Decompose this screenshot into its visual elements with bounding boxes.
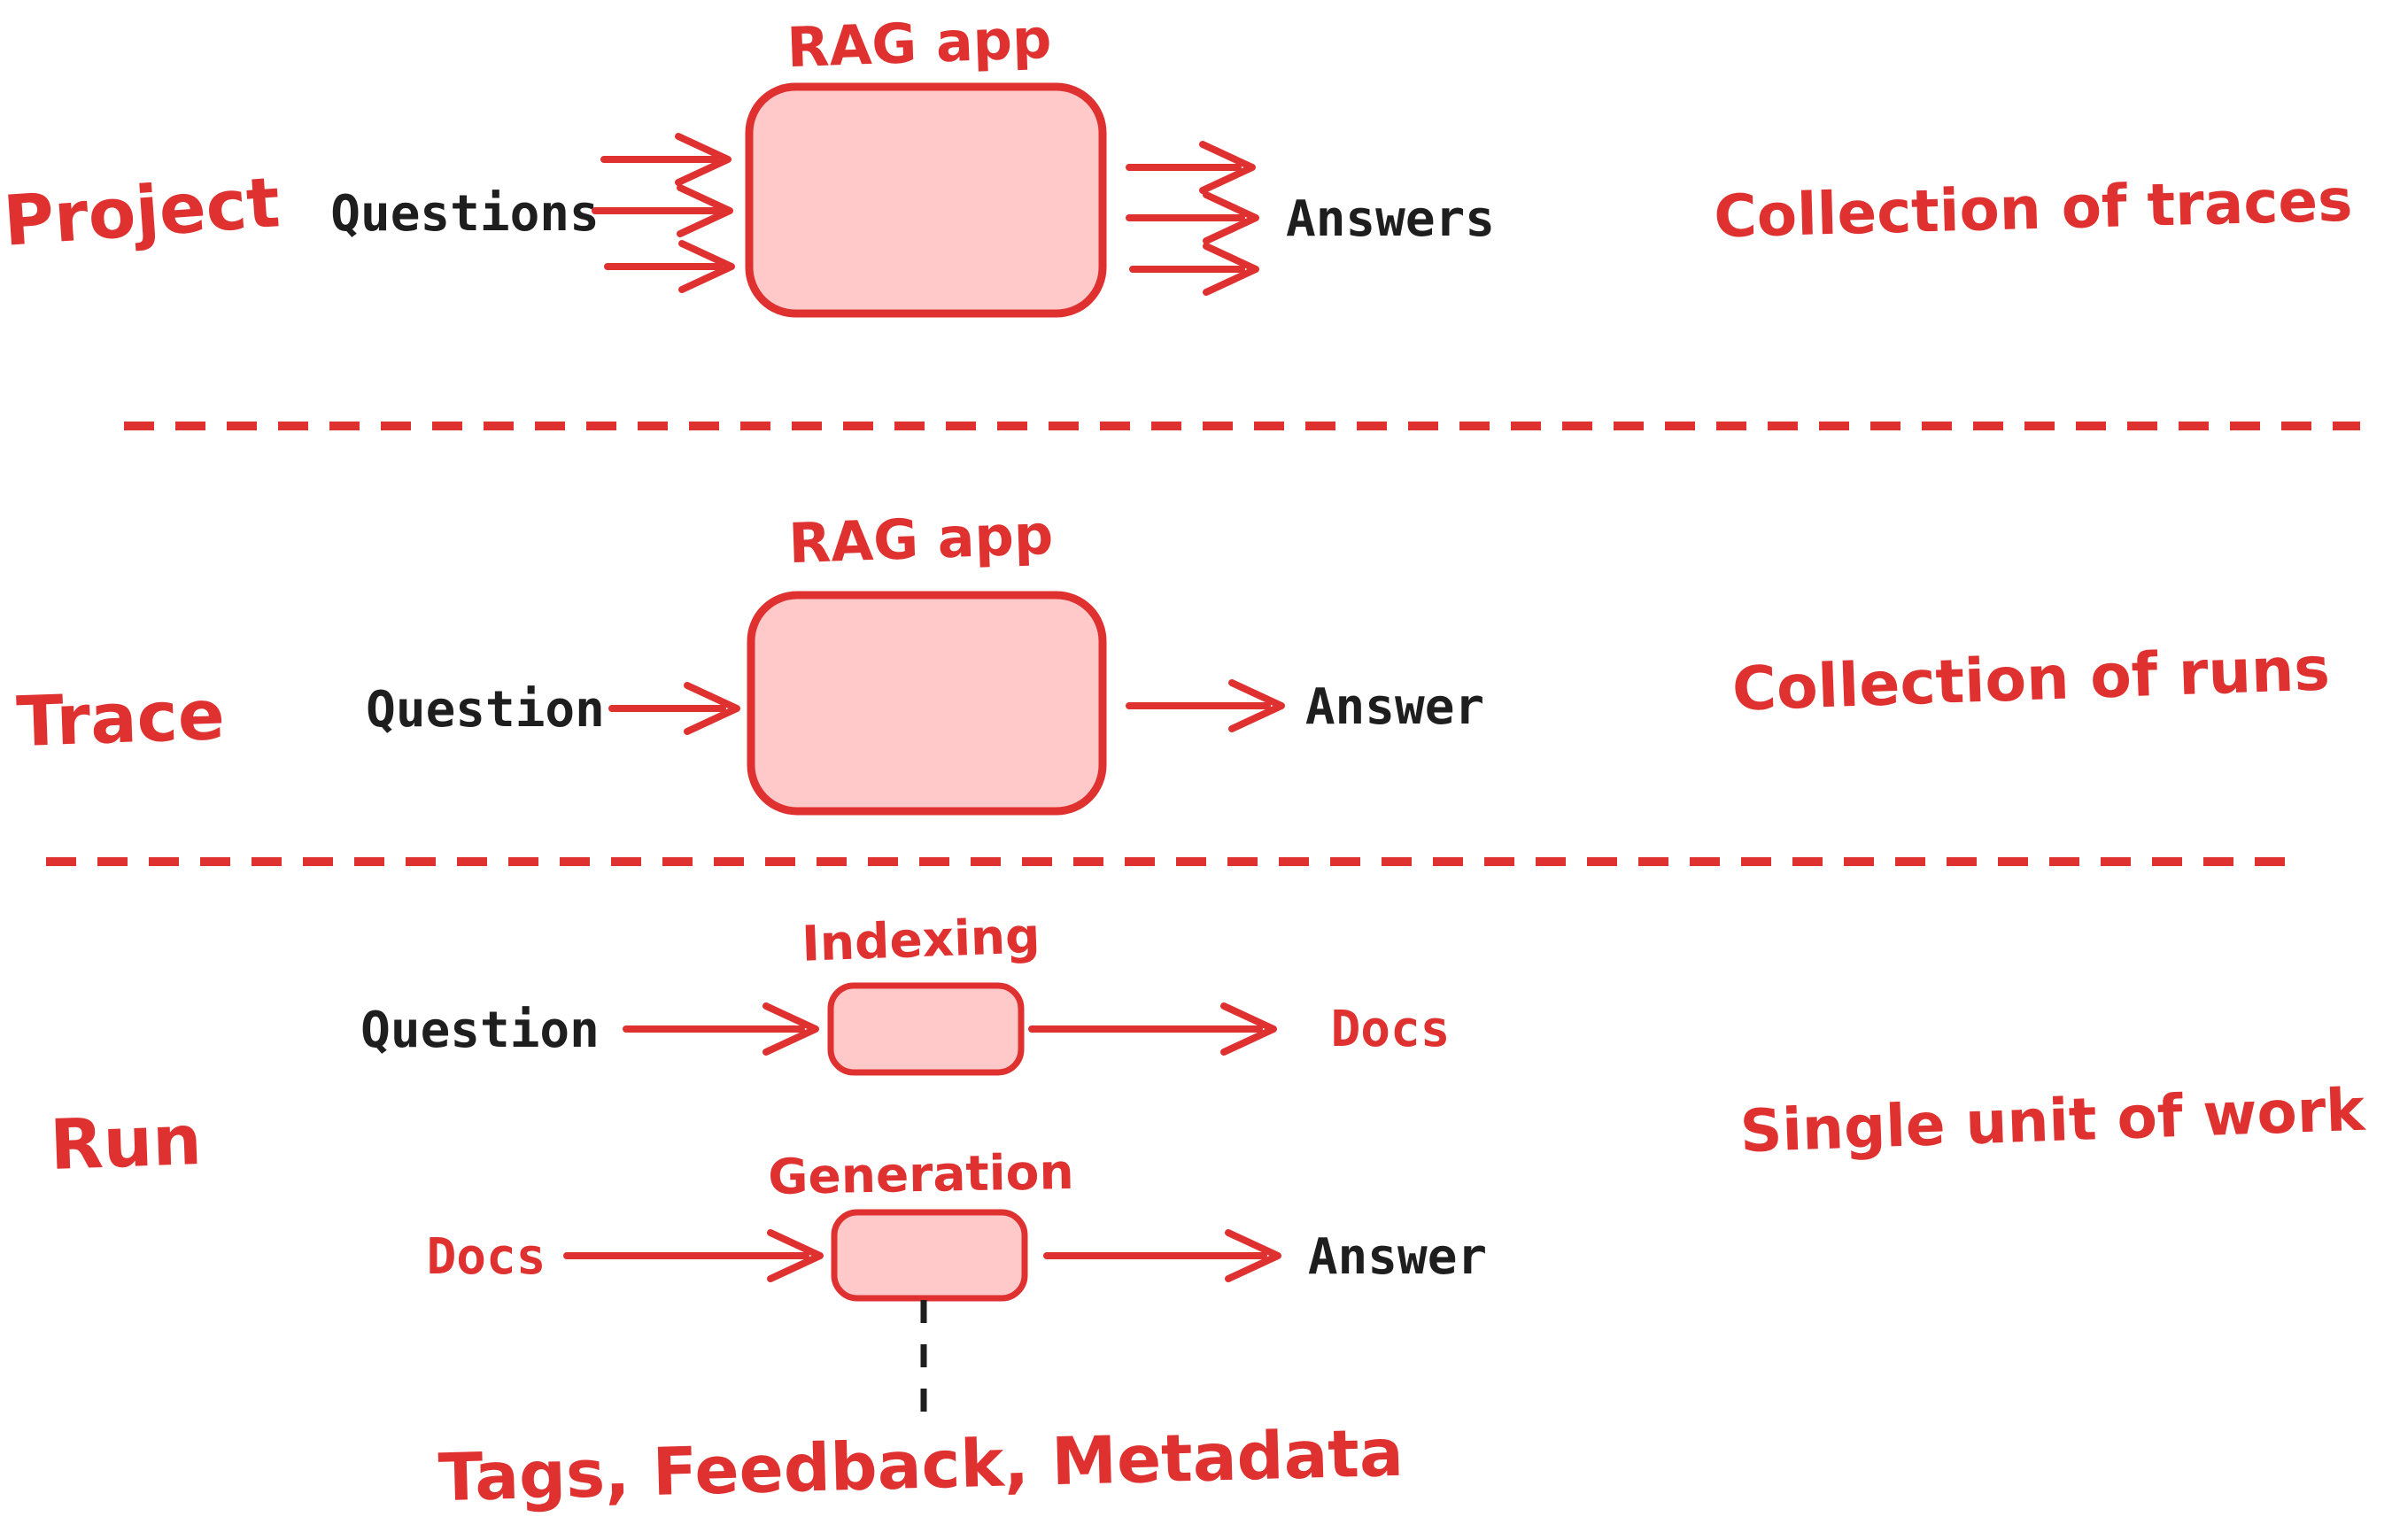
docs-input-label: Docs (427, 1228, 546, 1286)
input-arrow-top (600, 133, 732, 186)
indexing-box-label: Indexing (801, 907, 1041, 971)
single-unit-of-work-label: Single unit of work (1739, 1076, 2368, 1166)
rag-app-box-label-trace: RAG app (787, 502, 1054, 576)
section-trace: Trace Question RAG app Answer Collection… (15, 502, 2331, 816)
input-arrow-bottom (604, 240, 735, 293)
indexing-box (827, 982, 1025, 1076)
output-arrow-bottom (1129, 243, 1259, 296)
collection-of-traces-label: Collection of traces (1713, 166, 2353, 252)
output-arrow-top (1126, 141, 1256, 194)
question-label-run: Question (360, 1002, 600, 1059)
rag-app-box-trace (747, 591, 1107, 816)
rag-app-box (745, 82, 1107, 318)
project-row-label: Project (1, 163, 283, 262)
rag-app-box-label: RAG app (786, 6, 1052, 80)
collection-of-runs-label: Collection of runs (1731, 634, 2331, 725)
questions-label: Questions (330, 185, 599, 243)
generation-input-arrow (563, 1229, 824, 1282)
indexing-step: Indexing Question Docs (360, 907, 1451, 1076)
run-row-label: Run (49, 1101, 203, 1186)
output-arrow-middle (1126, 191, 1259, 244)
section-project: Project Questions RAG app Answers Collec… (1, 6, 2353, 318)
trace-input-arrow (608, 682, 740, 735)
output-arrows (1126, 141, 1259, 296)
answer-label-trace: Answer (1305, 678, 1484, 736)
input-arrow-middle (592, 184, 733, 237)
generation-box (831, 1209, 1028, 1302)
generation-box-label: Generation (768, 1143, 1074, 1205)
generation-step: Generation Docs Answer (427, 1143, 1487, 1302)
indexing-input-arrow (623, 1002, 819, 1056)
section-run: Run Indexing Question Docs Single unit o… (49, 907, 2368, 1516)
input-arrows (592, 133, 735, 293)
generation-output-arrow (1043, 1229, 1281, 1282)
indexing-output-arrow (1028, 1002, 1277, 1056)
trace-output-arrow (1126, 679, 1285, 732)
docs-output-label: Docs (1331, 1001, 1451, 1058)
tags-feedback-metadata-label: Tags, Feedback, Metadata (437, 1415, 1405, 1517)
question-label-trace: Question (366, 681, 605, 739)
answers-label: Answers (1286, 190, 1495, 248)
answer-label-run: Answer (1308, 1228, 1487, 1286)
trace-row-label: Trace (15, 676, 226, 762)
